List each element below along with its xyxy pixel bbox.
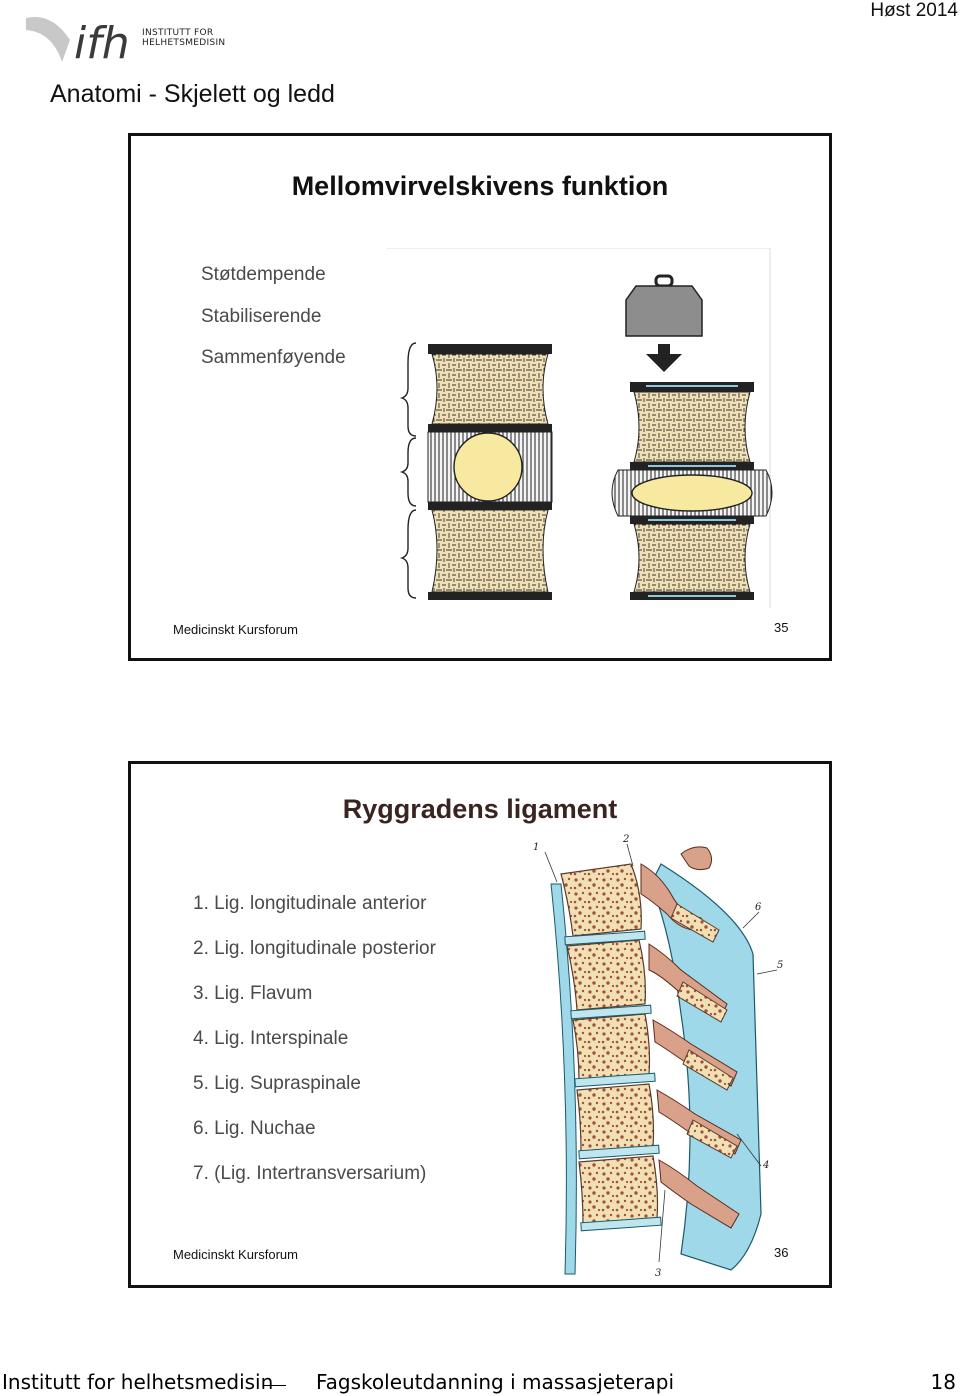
- ligament-item: 6. Lig. Nuchae: [193, 1118, 316, 1139]
- slide-number: 35: [774, 620, 789, 635]
- institute-name: Institutt for helhetsmedisin: [2, 1370, 274, 1394]
- figure-label: 6: [755, 902, 762, 913]
- ligament-item: 7. (Lig. Intertransversarium): [193, 1163, 427, 1184]
- logo-text: INSTITUTT FOR HELHETSMEDISIN: [142, 28, 226, 48]
- term-label: Høst 2014: [870, 0, 958, 21]
- slide-title: Ryggradens ligament: [342, 794, 618, 824]
- ligament-item: 5. Lig. Supraspinale: [193, 1073, 361, 1094]
- disc-compression-illustration: [386, 248, 773, 608]
- figure-label: 3: [655, 1268, 661, 1279]
- figure-label: 5: [777, 960, 783, 971]
- ligament-item: 4. Lig. Interspinale: [193, 1028, 349, 1049]
- page-footer: Institutt for helhetsmedisin Fagskoleutd…: [2, 1370, 674, 1394]
- figure-label: 1: [533, 842, 539, 853]
- slide-footer: Medicinskt Kursforum: [173, 1247, 298, 1262]
- bullet-item: Støtdempende: [201, 264, 326, 285]
- slide-footer: Medicinskt Kursforum: [173, 622, 298, 637]
- ifh-logo: ifh: [22, 10, 242, 70]
- ligament-item: 3. Lig. Flavum: [193, 983, 313, 1004]
- program-name: Fagskoleutdanning i massasjeterapi: [316, 1370, 675, 1394]
- svg-text:ifh: ifh: [74, 18, 130, 69]
- course-title: Anatomi - Skjelett og ledd: [50, 80, 335, 108]
- slide-title: Mellomvirvelskivens funktion: [291, 171, 669, 201]
- figure-label: 4: [762, 1160, 769, 1171]
- bullet-item: Stabiliserende: [201, 306, 322, 327]
- figure-label: 2: [622, 834, 629, 845]
- bullet-item: Sammenføyende: [201, 347, 346, 368]
- ligament-item: 1. Lig. longitudinale anterior: [193, 893, 427, 914]
- slide-36: Ryggradens ligament 1. Lig. longitudinal…: [128, 761, 832, 1288]
- slide-35: Mellomvirvelskivens funktion Støtdempend…: [128, 133, 832, 661]
- ligament-item: 2. Lig. longitudinale posterior: [193, 938, 436, 959]
- spine-ligament-illustration: 1 2 6 5 4 3: [533, 834, 783, 1279]
- slide-number: 36: [774, 1245, 789, 1260]
- footer-divider: [264, 1385, 286, 1386]
- page-number: 18: [930, 1370, 956, 1394]
